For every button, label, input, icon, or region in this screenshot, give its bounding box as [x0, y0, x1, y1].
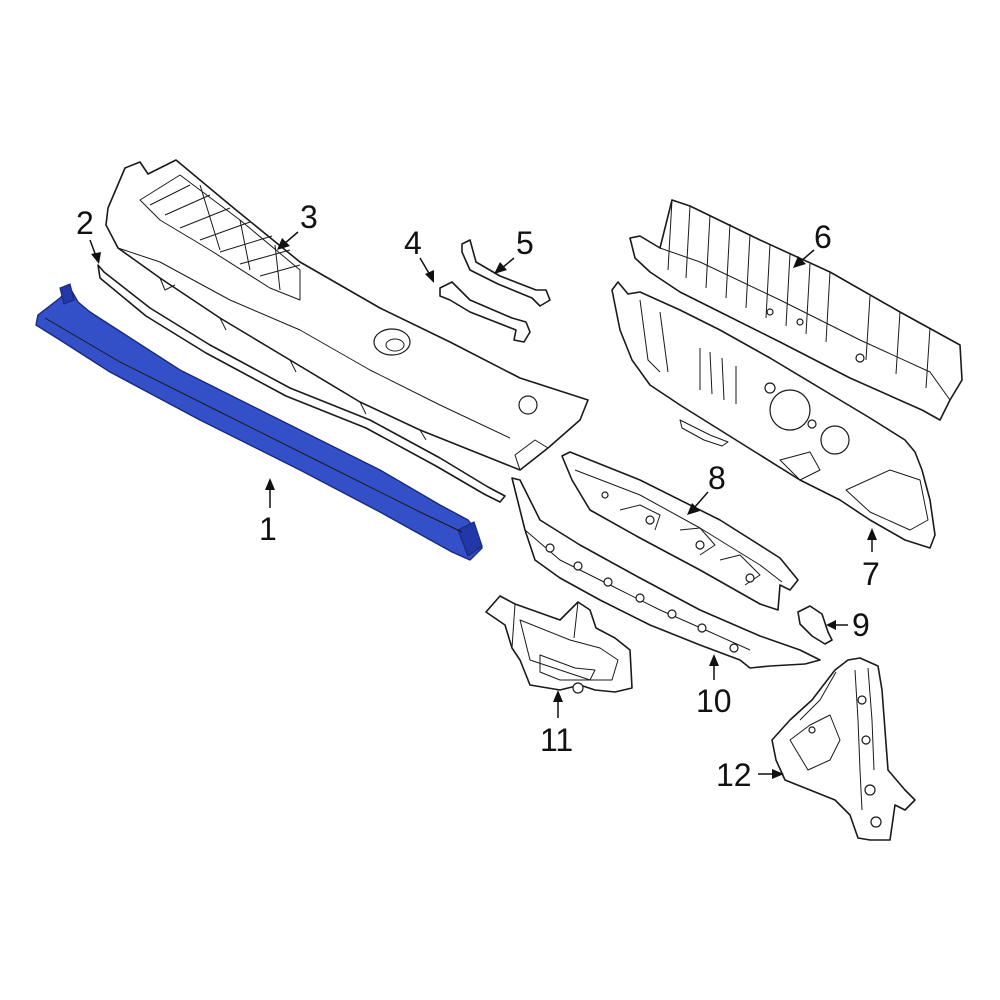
callout-1: 1	[259, 511, 277, 547]
leaders	[89, 231, 877, 779]
callout-3: 3	[300, 199, 318, 235]
part-12-side-panel[interactable]	[771, 657, 916, 841]
part-10-lower-cowl[interactable]	[511, 477, 821, 669]
part-5-curved-bracket[interactable]	[461, 239, 551, 307]
callout-5: 5	[516, 225, 534, 261]
part-9-gusset[interactable]	[797, 605, 833, 645]
part-3-cowl-grille[interactable]	[105, 159, 589, 471]
callout-7: 7	[862, 556, 880, 592]
callout-9: 9	[852, 607, 870, 643]
callout-10: 10	[696, 683, 732, 719]
callout-8: 8	[708, 460, 726, 496]
part-8-cowl-reinforcement[interactable]	[561, 451, 799, 611]
part-2-weatherstrip[interactable]	[97, 264, 506, 503]
callout-2: 2	[76, 205, 94, 241]
callout-6: 6	[814, 219, 832, 255]
part-1-cowl-panel[interactable]	[35, 283, 483, 561]
part-7-dash-panel[interactable]	[611, 281, 936, 549]
part-11-side-bracket[interactable]	[485, 595, 633, 694]
callout-labels: 1 2 3 4 5 6 7 8 9 10 11 12	[76, 199, 880, 793]
part-6-upper-dash-panel[interactable]	[629, 199, 963, 421]
callout-4: 4	[404, 225, 422, 261]
part-4-clip-bracket[interactable]	[439, 281, 531, 343]
callout-12: 12	[716, 757, 752, 793]
callout-11: 11	[540, 722, 573, 758]
